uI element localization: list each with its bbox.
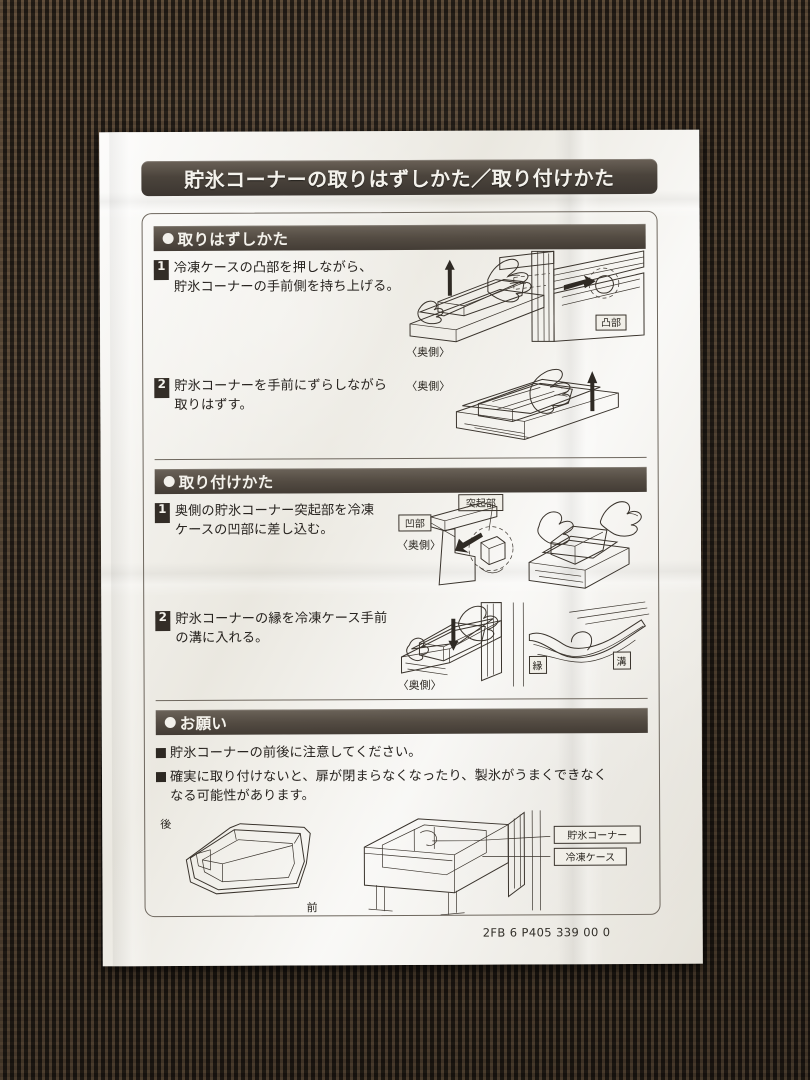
installation-step-2-figure: 縁 溝 〈奥側〉 bbox=[397, 600, 650, 693]
figure-label-bump: 凸部 bbox=[601, 317, 621, 329]
figure-label-back: 後 bbox=[160, 817, 171, 831]
figure-label-front: 前 bbox=[307, 900, 318, 914]
instruction-sheet: 貯氷コーナーの取りはずしかた／取り付けかた 取りはずしかた 1 冷凍ケースの凸部… bbox=[99, 129, 703, 967]
step: 2 貯氷コーナーを手前にずらしながら 取りはずす。 bbox=[154, 368, 404, 415]
section-heading-label: 取りはずしかた bbox=[177, 229, 289, 249]
step-text: 貯氷コーナーを手前にずらしながら 取りはずす。 bbox=[174, 378, 388, 413]
section-heading-request: お願い bbox=[155, 707, 648, 736]
removal-step-2-figure: 〈奥側〉 bbox=[404, 367, 648, 448]
step: 1 冷凍ケースの凸部を押しながら、 貯氷コーナーの手前側を持ち上げる。 bbox=[153, 250, 404, 297]
step-number: 2 bbox=[154, 377, 170, 399]
caution-note: 確実に取り付けないと、扉が閉まらなくなったり、製氷がうまくできなく なる可能性が… bbox=[155, 766, 648, 806]
figure-install-edge-into-groove: 縁 溝 〈奥側〉 bbox=[398, 601, 650, 692]
step-text: 貯氷コーナーの縁を冷凍ケース手前 の溝に入れる。 bbox=[175, 611, 388, 646]
step-number: 1 bbox=[153, 259, 169, 281]
figure-label-back-side: 〈奥側〉 bbox=[406, 379, 450, 393]
figure-label-freezer-case: 冷凍ケース bbox=[566, 851, 616, 864]
section-heading-removal: 取りはずしかた bbox=[153, 223, 646, 252]
installation-step-1-figure: 突起部 凹部 〈奥側〉 bbox=[397, 492, 649, 599]
figure-tray-orientation: 後 前 bbox=[160, 810, 641, 916]
step-number: 2 bbox=[155, 610, 171, 632]
figure-install-insert-protrusion: 突起部 凹部 〈奥側〉 bbox=[397, 494, 642, 589]
section-heading-installation: 取り付けかた bbox=[154, 466, 647, 495]
caution-note-text: 貯氷コーナーの前後に注意してください。 bbox=[169, 744, 422, 762]
figure-label-back-side: 〈奥側〉 bbox=[397, 538, 441, 552]
step: 1 奥側の貯氷コーナー突起部を冷凍 ケースの凹部に差し込む。 bbox=[154, 493, 397, 540]
page-title: 貯氷コーナーの取りはずしかた／取り付けかた bbox=[184, 166, 615, 192]
installation-step-2-row: 2 貯氷コーナーの縁を冷凍ケース手前 の溝に入れる。 bbox=[155, 600, 650, 694]
step-text: 奥側の貯氷コーナー突起部を冷凍 ケースの凹部に差し込む。 bbox=[174, 503, 375, 538]
figure-removal-step1-caption: 〈奥側〉 bbox=[406, 345, 450, 359]
page-title-bar: 貯氷コーナーの取りはずしかた／取り付けかた bbox=[141, 158, 658, 197]
step-number: 1 bbox=[154, 502, 170, 524]
section-divider bbox=[155, 697, 648, 702]
figure-label-back-side: 〈奥側〉 bbox=[406, 345, 450, 359]
part-number: 2FB 6 P405 339 00 0 bbox=[482, 925, 611, 940]
installation-step-1-row: 1 奥側の貯氷コーナー突起部を冷凍 ケースの凹部に差し込む。 突起部 凹部 〈奥… bbox=[154, 492, 649, 600]
figure-label-ice-corner: 貯氷コーナー bbox=[567, 829, 627, 842]
section-divider bbox=[154, 456, 647, 461]
bullet-circle-icon bbox=[163, 475, 175, 488]
removal-step-1-figure: 凸部 〈奥側〉 bbox=[404, 249, 648, 364]
figure-label-groove: 溝 bbox=[616, 655, 626, 668]
section-heading-label: お願い bbox=[179, 714, 228, 733]
caution-note-text: 確実に取り付けないと、扉が閉まらなくなったり、製氷がうまくできなく なる可能性が… bbox=[169, 768, 608, 805]
figure-label-back-side: 〈奥側〉 bbox=[398, 678, 442, 692]
square-bullet-icon bbox=[155, 748, 166, 759]
content-frame: 取りはずしかた 1 冷凍ケースの凸部を押しながら、 貯氷コーナーの手前側を持ち上… bbox=[141, 210, 661, 918]
bullet-circle-icon bbox=[164, 716, 176, 729]
removal-step-1-row: 1 冷凍ケースの凸部を押しながら、 貯氷コーナーの手前側を持ち上げる。 bbox=[153, 249, 648, 365]
caution-note: 貯氷コーナーの前後に注意してください。 bbox=[155, 742, 648, 763]
figure-label-recess: 凹部 bbox=[405, 518, 425, 530]
removal-step-2-row: 2 貯氷コーナーを手前にずらしながら 取りはずす。 〈奥側〉 bbox=[154, 367, 646, 449]
step: 2 貯氷コーナーの縁を冷凍ケース手前 の溝に入れる。 bbox=[155, 601, 397, 648]
figure-removal-lift-front: 凸部 bbox=[409, 250, 645, 343]
section-heading-label: 取り付けかた bbox=[178, 473, 274, 492]
square-bullet-icon bbox=[155, 772, 167, 783]
figure-label-edge: 縁 bbox=[532, 659, 542, 672]
step-text: 冷凍ケースの凸部を押しながら、 貯氷コーナーの手前側を持ち上げる。 bbox=[173, 260, 400, 295]
bullet-circle-icon bbox=[162, 232, 174, 245]
figure-removal-slide-out: 〈奥側〉 bbox=[406, 368, 619, 440]
